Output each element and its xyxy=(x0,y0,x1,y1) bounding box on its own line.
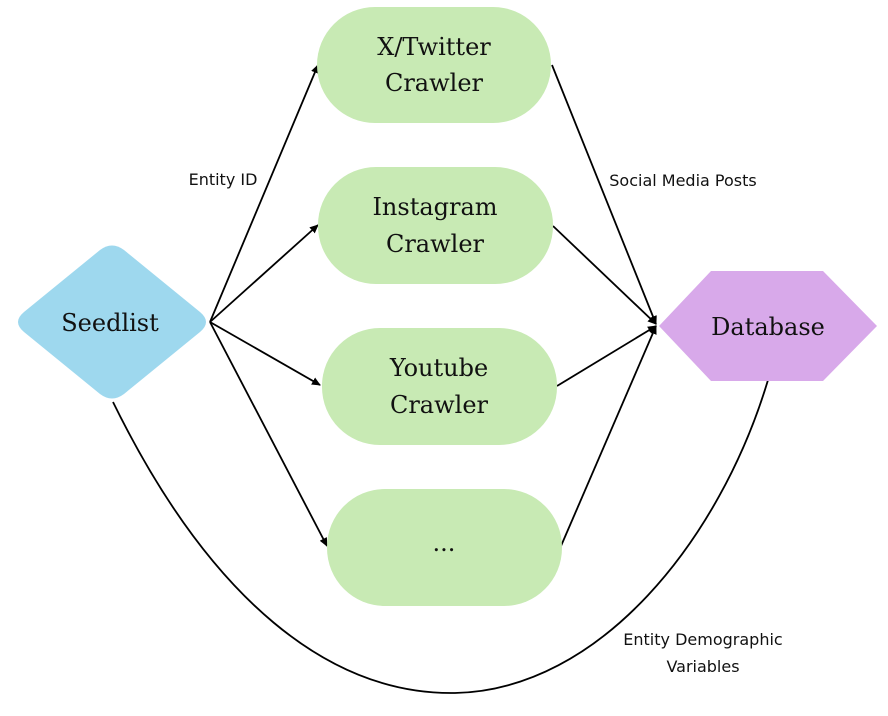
crawler-shape xyxy=(317,7,551,123)
edge-label-demographic-line2: Variables xyxy=(666,657,739,676)
edge-seedlist-to-more-crawler xyxy=(209,321,328,547)
seedlist-shape xyxy=(18,245,206,399)
crawler-label-line1: Youtube xyxy=(389,354,488,382)
database-node[interactable]: Database xyxy=(659,271,877,381)
edge-more-crawler-to-database xyxy=(560,325,657,547)
edge-youtube-crawler-to-database xyxy=(556,325,657,387)
crawler-label-line1: Instagram xyxy=(372,193,497,221)
edge-seedlist-to-instagram-crawler xyxy=(209,224,319,323)
edge-label-social-media-posts: Social Media Posts xyxy=(609,171,756,190)
edge-seedlist-to-youtube-crawler xyxy=(209,321,321,386)
crawler-shape xyxy=(327,489,562,606)
crawler-label-line1: X/Twitter xyxy=(377,33,491,61)
crawler-node-more[interactable]: ... xyxy=(327,489,562,606)
edge-label-demographic-line1: Entity Demographic xyxy=(623,630,782,649)
crawler-label-line2: Crawler xyxy=(386,230,485,258)
crawler-label-ellipsis: ... xyxy=(433,529,456,557)
edge-label-entity-id: Entity ID xyxy=(189,170,258,189)
seedlist-node[interactable]: Seedlist xyxy=(18,245,206,399)
crawler-node-twitter[interactable]: X/Twitter Crawler xyxy=(317,7,551,123)
crawler-shape xyxy=(322,328,557,445)
database-shape xyxy=(659,271,877,381)
edge-seedlist-to-database-curve xyxy=(112,379,769,694)
edge-seedlist-to-twitter-crawler xyxy=(209,64,319,323)
crawler-label-line2: Crawler xyxy=(390,391,489,419)
edge-twitter-crawler-to-database xyxy=(551,64,657,325)
crawler-node-youtube[interactable]: Youtube Crawler xyxy=(322,328,557,445)
crawler-shape xyxy=(318,167,553,284)
database-label: Database xyxy=(711,313,825,341)
seedlist-label: Seedlist xyxy=(61,309,159,337)
crawler-label-line2: Crawler xyxy=(385,69,484,97)
crawler-node-instagram[interactable]: Instagram Crawler xyxy=(318,167,553,284)
edge-instagram-crawler-to-database xyxy=(552,225,657,325)
